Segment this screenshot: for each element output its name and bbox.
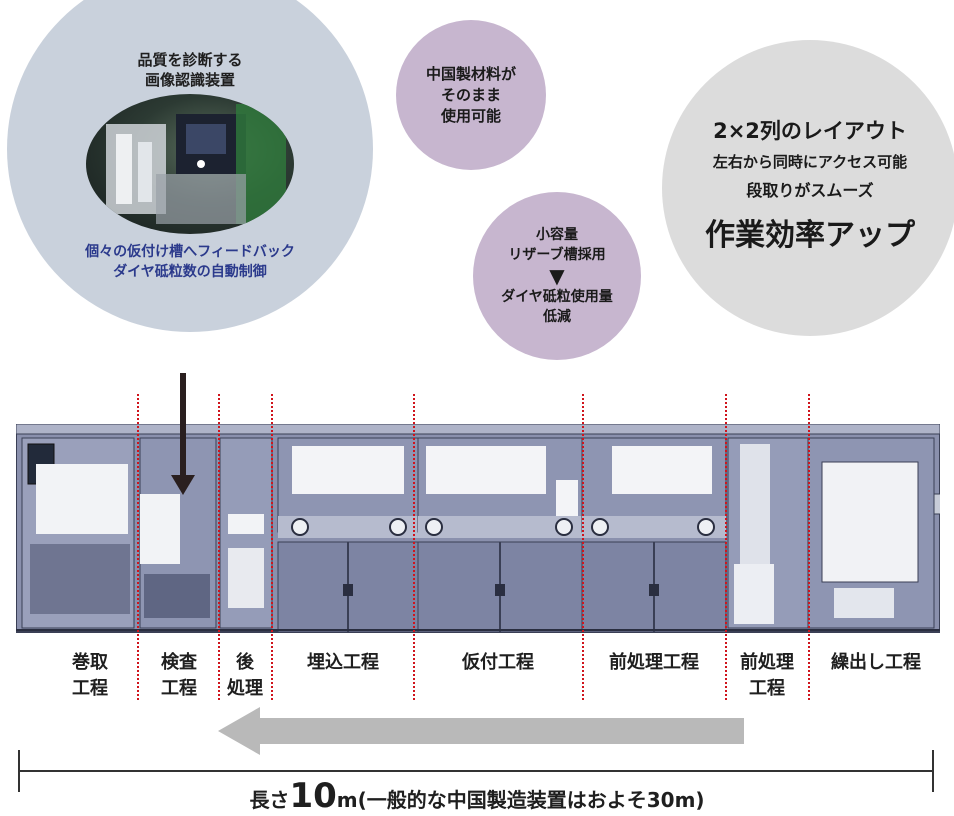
stage-label-pretreatment-b-line2: 工程 [749,678,785,699]
reserve-line3: ダイヤ砥粒使用量 [501,289,613,305]
camera-photo [86,94,294,234]
length-prefix: 長さ [249,788,290,812]
reserve-line2: リザーブ槽採用 [508,247,606,263]
material-bubble: 中国製材料が そのまま 使用可能 [396,20,546,170]
stage-label-post-process: 後 処理 [220,650,270,702]
inspection-desc-line1: 個々の仮付け槽へフィードバック [85,244,295,260]
reserve-bubble: 小容量 リザーブ槽採用 ▼ ダイヤ砥粒使用量 低減 [473,192,641,360]
length-unit: m [336,788,358,812]
stage-label-pretreatment-a-line1: 前処理工程 [609,652,699,673]
layout-line4: 作業効率アップ [705,218,915,253]
flow-arrow-left-icon [218,707,260,755]
down-triangle-icon: ▼ [549,264,565,288]
inspection-desc: 個々の仮付け槽へフィードバック ダイヤ砥粒数の自動制御 [85,242,295,282]
reserve-line1: 小容量 [536,227,578,243]
flow-arrow-shaft [260,718,744,744]
stage-separator-4 [413,394,415,700]
stage-separator-6 [725,394,727,700]
stage-separator-1 [137,394,139,700]
stage-label-tacking: 仮付工程 [418,650,578,676]
length-note: (一般的な中国製造装置はおよそ30m) [357,788,705,812]
inspection-bubble: 品質を診断する 画像認識装置 個々の仮付け槽へフィードバック ダイヤ砥粒数の自動… [7,0,373,332]
material-line2: そのまま [440,85,501,104]
layout-line1: 2×2列のレイアウト [713,119,907,143]
stage-label-pretreatment-b: 前処理 工程 [728,650,806,702]
stage-label-embedding-line1: 埋込工程 [307,652,379,673]
stage-label-winding-line1: 巻取 [72,652,108,673]
feedback-arrow-icon [171,475,195,495]
machine-illustration [16,424,940,633]
inspection-title-line1: 品質を診断する [137,51,243,69]
length-dimension-line [19,770,933,772]
inspection-title: 品質を診断する 画像認識装置 [137,50,242,90]
stage-label-inspection-line2: 工程 [161,678,197,699]
stage-label-feed-out: 繰出し工程 [810,650,942,676]
stage-separator-5 [582,394,584,700]
layout-line2: 左右から同時にアクセス可能 [712,153,908,171]
length-value: 10 [289,776,337,816]
feedback-arrow-shaft [180,373,186,485]
stage-label-feed-out-line1: 繰出し工程 [831,652,921,673]
stage-separator-2 [218,394,220,700]
stage-label-winding: 巻取 工程 [48,650,132,702]
material-line3: 使用可能 [440,106,501,125]
reserve-line4: 低減 [543,309,571,325]
inspection-desc-line2: ダイヤ砥粒数の自動制御 [113,264,267,280]
length-caption: 長さ10m(一般的な中国製造装置はおよそ30m) [0,776,954,816]
stage-separator-3 [271,394,273,700]
stage-label-inspection-line1: 検査 [161,652,197,673]
inspection-title-line2: 画像認識装置 [144,71,235,89]
stage-label-embedding: 埋込工程 [276,650,410,676]
camera-photo-illustration [106,104,286,224]
stage-label-post-process-line1: 後 [236,652,254,673]
stage-label-winding-line2: 工程 [72,678,108,699]
material-line1: 中国製材料が [425,64,516,83]
layout-bubble: 2×2列のレイアウト 左右から同時にアクセス可能 段取りがスムーズ 作業効率アッ… [662,40,954,336]
stage-label-tacking-line1: 仮付工程 [462,652,534,673]
stage-separator-7 [808,394,810,700]
layout-line3: 段取りがスムーズ [746,181,874,200]
stage-label-inspection: 検査 工程 [142,650,216,702]
length-tick-left [18,750,20,792]
stage-label-post-process-line2: 処理 [227,678,263,699]
stage-label-pretreatment-b-line1: 前処理 [740,652,794,673]
length-tick-right [932,750,934,792]
stage-label-pretreatment-a: 前処理工程 [585,650,723,676]
